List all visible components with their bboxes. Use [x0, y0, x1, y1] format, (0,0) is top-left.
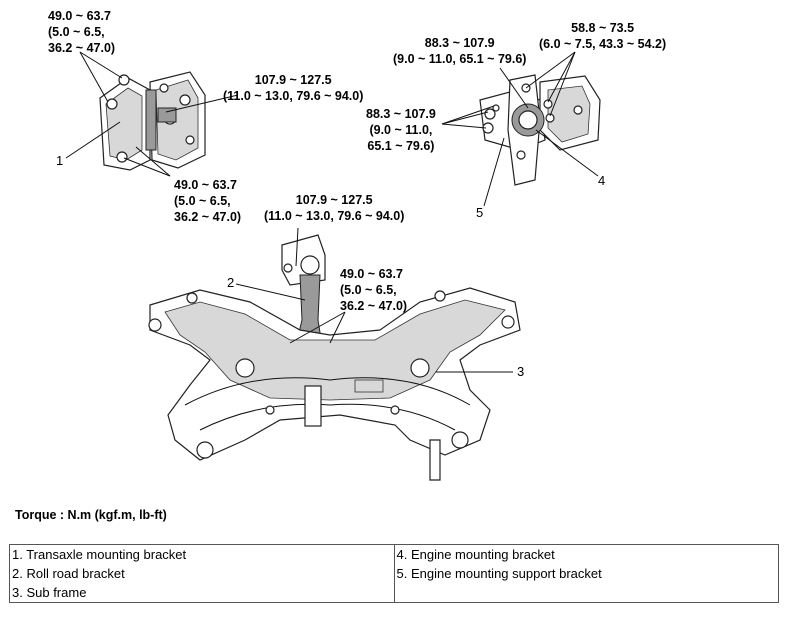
engine-mounting-bracket [479, 74, 601, 186]
legend-item: 5. Engine mounting support bracket [396, 566, 602, 581]
callout-4: 4 [598, 173, 606, 188]
torque-line: 36.2 ~ 47.0) [174, 210, 242, 224]
callout-5: 5 [476, 205, 484, 220]
torque-roll-rod-right: 49.0 ~ 63.7 (5.0 ~ 6.5, 36.2 ~ 47.0) [340, 266, 407, 314]
parts-legend-table: 1. Transaxle mounting bracket 2. Roll ro… [9, 544, 779, 603]
legend-right-column: 4. Engine mounting bracket 5. Engine mou… [393, 544, 779, 603]
torque-unit-caption: Torque : N.m (kgf.m, lb-ft) [15, 508, 167, 522]
torque-transaxle-bottom: 49.0 ~ 63.7 (5.0 ~ 6.5, 36.2 ~ 47.0) [174, 177, 241, 225]
callout-1: 1 [56, 153, 64, 168]
callout-2: 2 [227, 275, 235, 290]
torque-roll-rod-top: 107.9 ~ 127.5 (11.0 ~ 13.0, 79.6 ~ 94.0) [264, 192, 404, 224]
legend-item: 3. Sub frame [12, 585, 87, 600]
torque-line: (6.0 ~ 7.5, 43.3 ~ 54.2) [539, 37, 667, 51]
torque-line: 88.3 ~ 107.9 [424, 36, 495, 50]
torque-line: (9.0 ~ 11.0, [369, 123, 433, 137]
torque-engine-left: 88.3 ~ 107.9 (9.0 ~ 11.0, 65.1 ~ 79.6) [366, 106, 436, 154]
torque-engine-top-right: 58.8 ~ 73.5 (6.0 ~ 7.5, 43.3 ~ 54.2) [539, 20, 666, 52]
torque-line: (9.0 ~ 11.0, 65.1 ~ 79.6) [393, 52, 527, 66]
legend-item: 2. Roll road bracket [12, 566, 125, 581]
torque-transaxle-right: 107.9 ~ 127.5 (11.0 ~ 13.0, 79.6 ~ 94.0) [223, 72, 363, 104]
legend-item: 4. Engine mounting bracket [396, 547, 555, 562]
torque-line: 49.0 ~ 63.7 [48, 9, 111, 23]
torque-line: (5.0 ~ 6.5, [340, 283, 397, 297]
torque-line: 65.1 ~ 79.6) [367, 139, 435, 153]
torque-line: 36.2 ~ 47.0) [48, 41, 116, 55]
torque-line: 49.0 ~ 63.7 [340, 267, 403, 281]
torque-line: 58.8 ~ 73.5 [571, 21, 635, 35]
torque-line: 88.3 ~ 107.9 [366, 107, 436, 121]
torque-line: (11.0 ~ 13.0, 79.6 ~ 94.0) [264, 209, 405, 223]
torque-line: 107.9 ~ 127.5 [295, 193, 373, 207]
torque-transaxle-top: 49.0 ~ 63.7 (5.0 ~ 6.5, 36.2 ~ 47.0) [48, 8, 115, 56]
torque-line: 107.9 ~ 127.5 [254, 73, 332, 87]
torque-engine-top-center: 88.3 ~ 107.9 (9.0 ~ 11.0, 65.1 ~ 79.6) [393, 35, 526, 67]
sub-frame [148, 287, 521, 481]
torque-line: 49.0 ~ 63.7 [174, 178, 237, 192]
leader-lines [65, 51, 599, 373]
transaxle-mounting-bracket [99, 71, 206, 171]
torque-line: (5.0 ~ 6.5, [174, 194, 231, 208]
legend-item: 1. Transaxle mounting bracket [12, 547, 187, 562]
callout-3: 3 [517, 364, 525, 379]
torque-line: (11.0 ~ 13.0, 79.6 ~ 94.0) [223, 89, 364, 103]
legend-left-column: 1. Transaxle mounting bracket 2. Roll ro… [9, 544, 395, 603]
torque-line: (5.0 ~ 6.5, [48, 25, 105, 39]
torque-line: 36.2 ~ 47.0) [340, 299, 408, 313]
